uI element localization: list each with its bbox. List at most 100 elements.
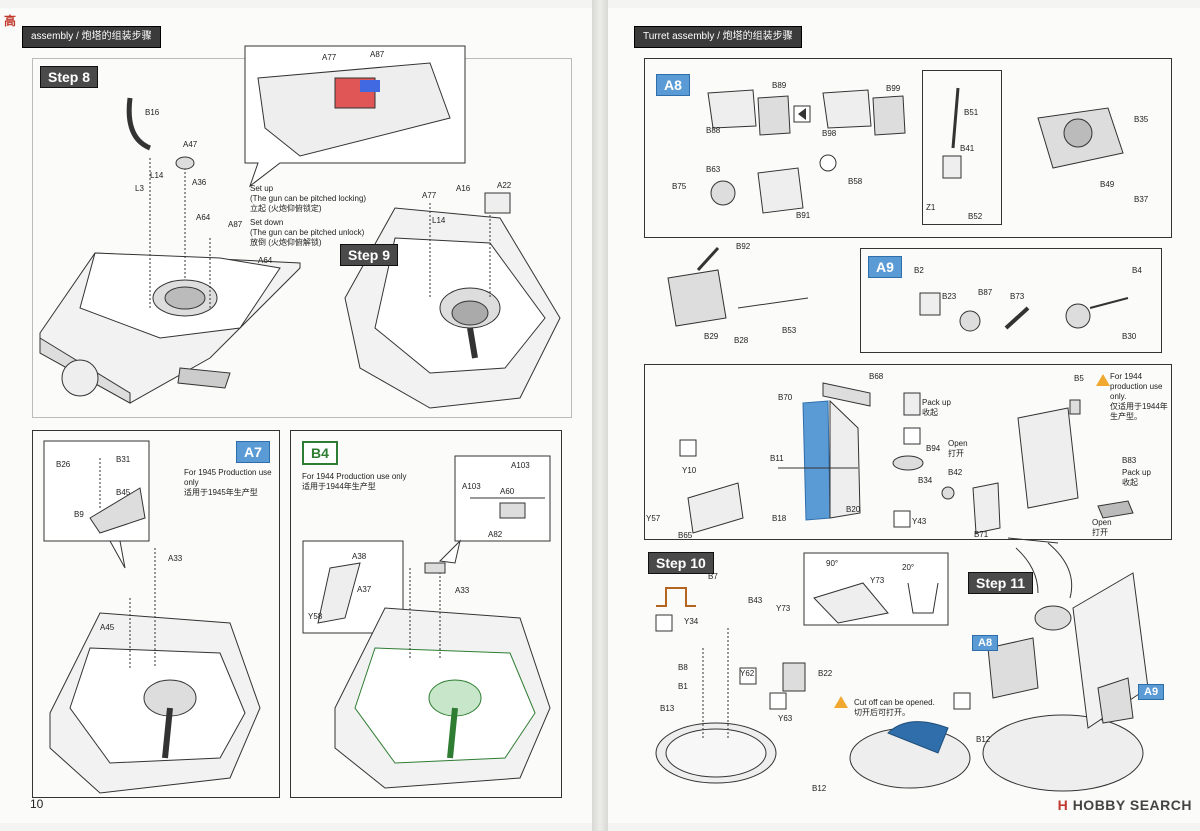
part-label: B41 [960, 144, 975, 153]
part-label: A103 [462, 482, 481, 491]
part-label: B98 [822, 129, 837, 138]
part-label: A38 [352, 552, 367, 561]
part-label: L3 [135, 184, 144, 193]
part-label: B42 [948, 468, 963, 477]
part-label: B49 [1100, 180, 1115, 189]
part-label: B26 [56, 460, 71, 469]
part-label: B45 [116, 488, 131, 497]
part-label: B43 [748, 596, 763, 605]
part-label: B87 [978, 288, 993, 297]
part-label: A103 [511, 461, 530, 470]
angle-label: 20° [902, 563, 915, 572]
a7-frame [32, 430, 280, 798]
part-label: Z1 [926, 203, 936, 212]
part-label: Y73 [776, 604, 791, 613]
part-label: B71 [974, 530, 989, 539]
part-label: A36 [192, 178, 207, 187]
pack-up-note-2: Pack up 收起 [1122, 468, 1151, 487]
part-label: B68 [869, 372, 884, 381]
part-label: B28 [734, 336, 749, 345]
part-label: A37 [357, 585, 372, 594]
site-logo: 高 [4, 14, 17, 28]
part-label: Y58 [308, 612, 323, 621]
part-label: B65 [678, 531, 693, 540]
open-note: Open 打开 [948, 439, 968, 458]
part-label: A64 [196, 213, 211, 222]
part-label: B89 [772, 81, 787, 90]
b4-badge: B4 [302, 441, 338, 465]
part-label: B35 [1134, 115, 1149, 124]
part-label: A87 [370, 50, 385, 59]
step11-badge: Step 11 [968, 572, 1034, 594]
part-label: B29 [704, 332, 719, 341]
part-label: B51 [964, 108, 979, 117]
part-label: A33 [168, 554, 183, 563]
left-page: 高 assembly / 炮塔的组装步骤 Step 8 [0, 8, 592, 823]
part-label: L14 [150, 171, 164, 180]
part-label: Y73 [870, 576, 885, 585]
part-label: A82 [488, 530, 503, 539]
part-label: B7 [708, 572, 718, 581]
part-label: B4 [1132, 266, 1142, 275]
step10-badge: Step 10 [648, 552, 714, 574]
part-label: B92 [736, 242, 751, 251]
a7-badge: A7 [236, 441, 270, 463]
part-label: A22 [497, 181, 512, 190]
b4-note: For 1944 Production use only 适用于1944年生产型 [302, 472, 407, 491]
part-label: B2 [914, 266, 924, 275]
b4-frame [290, 430, 562, 798]
part-label: B75 [672, 182, 687, 191]
step8-badge: Step 8 [40, 66, 99, 88]
left-drawings [39, 45, 561, 794]
part-label: B99 [886, 84, 901, 93]
part-label: A77 [322, 53, 337, 62]
part-label: B9 [74, 510, 84, 519]
part-label: B30 [1122, 332, 1137, 341]
cut-off-note: Cut off can be opened. 切开后可打开。 [854, 698, 935, 717]
warning-icon [1096, 374, 1110, 386]
a9-ref-badge: A9 [1138, 684, 1165, 700]
part-label: B31 [116, 455, 131, 464]
part-label: B16 [145, 108, 160, 117]
right-header: Turret assembly / 炮塔的组装步骤 [634, 26, 802, 48]
a9-frame [860, 248, 1162, 353]
part-label: B18 [772, 514, 787, 523]
a8-inset-frame [922, 70, 1002, 225]
part-label: B12 [812, 784, 827, 793]
part-label: B20 [846, 505, 861, 514]
part-label: B1 [678, 682, 688, 691]
part-label: B11 [770, 454, 784, 463]
hobby-search-brand: H HOBBY SEARCH [1058, 797, 1192, 813]
part-label: Y34 [684, 617, 699, 626]
angle-label: 90° [826, 559, 839, 568]
set-down-note: Set down (The gun can be pitched unlock)… [250, 218, 365, 247]
part-label: B91 [796, 211, 811, 220]
a8-frame [644, 58, 1172, 238]
part-label: A45 [100, 623, 115, 632]
part-label: B58 [848, 177, 863, 186]
part-label: A16 [456, 184, 471, 193]
part-label: B22 [818, 669, 833, 678]
part-label: L14 [432, 216, 446, 225]
part-label: Y43 [912, 517, 927, 526]
set-up-note: Set up (The gun can be pitched locking) … [250, 184, 367, 213]
a8-badge: A8 [656, 74, 690, 96]
a8-ref-badge: A8 [972, 635, 999, 651]
page-number: 10 [30, 797, 44, 811]
right-drawings [655, 87, 1149, 792]
part-label: B23 [942, 292, 957, 301]
part-label: A33 [455, 586, 470, 595]
book-spine [592, 0, 608, 831]
part-label: Y62 [740, 669, 755, 678]
warning-icon [834, 696, 848, 708]
right-page: Turret assembly / 炮塔的组装步骤 A8 A9 [608, 8, 1200, 823]
brand-mark: H [1057, 797, 1069, 813]
part-label: B13 [660, 704, 675, 713]
part-label: B34 [918, 476, 933, 485]
warning-note: For 1944 production use only. 仅适用于1944年生… [1110, 372, 1168, 421]
mid-frame [644, 364, 1172, 540]
pack-up-note: Pack up 收起 [922, 398, 951, 417]
part-label: Y63 [778, 714, 793, 723]
part-label: B94 [926, 444, 941, 453]
part-label: Y10 [682, 466, 697, 475]
